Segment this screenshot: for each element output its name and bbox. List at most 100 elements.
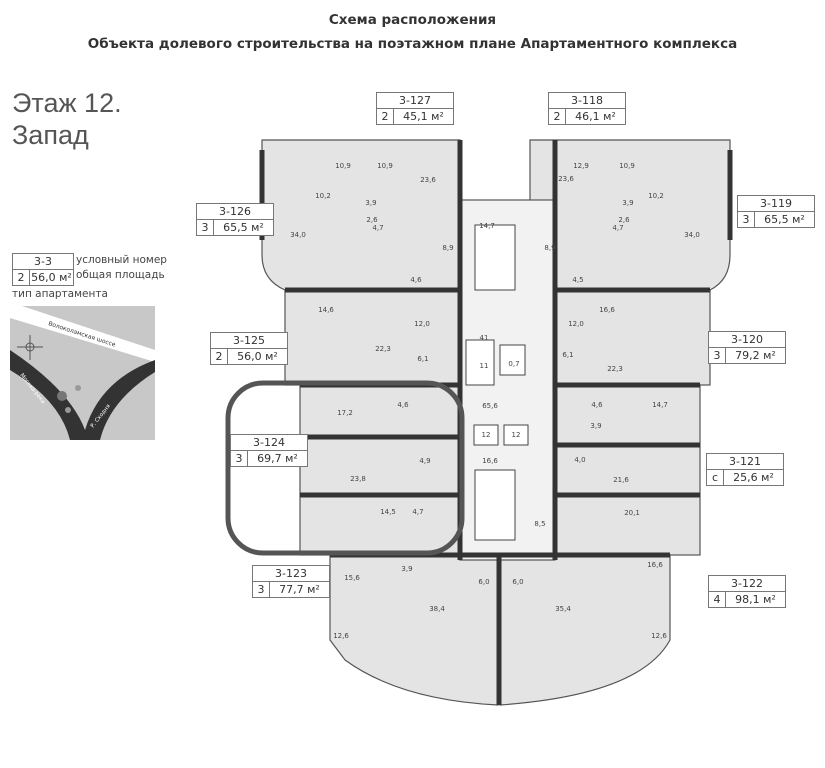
legend-type: 2 — [13, 270, 30, 285]
room-area-label: 34,0 — [290, 231, 306, 239]
room-area-label: 2,6 — [618, 216, 630, 224]
apartment-area: 56,0 м² — [237, 350, 278, 363]
room-area-label: 4,7 — [372, 224, 383, 232]
apartment-number: 3-125 — [211, 333, 287, 349]
room-area-label: 14,5 — [380, 508, 396, 516]
apartment-number: 3-120 — [709, 332, 785, 348]
apartment-type: 2 — [549, 109, 566, 124]
apartment-number: 3-123 — [253, 566, 329, 582]
apartment-number: 3-118 — [549, 93, 625, 109]
room-area-label: 12,6 — [333, 632, 349, 640]
room-area-label: 6,0 — [512, 578, 523, 586]
apartment-area: 79,2 м² — [735, 349, 776, 362]
room-area-label: 4,6 — [397, 401, 409, 409]
room-area-label: 21,6 — [613, 476, 629, 484]
apartment-type: 4 — [709, 592, 726, 607]
apartment-type: 3 — [253, 582, 270, 597]
room-area-label: 14,7 — [652, 401, 668, 409]
room-area-label: 4,6 — [410, 276, 422, 284]
legend-number: 3-3 — [13, 254, 73, 270]
floor-number: Этаж 12. — [12, 88, 122, 118]
room-area-label: 6,0 — [478, 578, 489, 586]
room-area-label: 10,2 — [315, 192, 331, 200]
apartment-type: 3 — [709, 348, 726, 363]
apartment-number: 3-119 — [738, 196, 814, 212]
apartment-area: 45,1 м² — [403, 110, 444, 123]
room-area-label: 4,0 — [574, 456, 585, 464]
room-area-label: 10,9 — [619, 162, 635, 170]
room-area-label: 34,0 — [684, 231, 700, 239]
room-area-label: 10,9 — [335, 162, 351, 170]
stairs — [465, 224, 529, 541]
room-area-label: 3,9 — [365, 199, 376, 207]
room-area-label: 3,9 — [590, 422, 601, 430]
room-area-label: 12,0 — [568, 320, 584, 328]
highlighted-apartment-outline — [225, 380, 465, 556]
apartment-area: 25,6 м² — [733, 471, 774, 484]
room-area-label: 23,6 — [420, 176, 436, 184]
room-area-label: 14,7 — [479, 222, 495, 230]
header-subtitle: Объекта долевого строительства на поэтаж… — [87, 36, 738, 52]
room-area-label: 8,9 — [544, 244, 555, 252]
room-area-label: 0,7 — [508, 360, 519, 368]
room-area-label: 10,2 — [648, 192, 664, 200]
room-area-label: 65,6 — [482, 402, 498, 410]
apartment-number: 3-124 — [231, 435, 307, 451]
room-area-label: 23,8 — [350, 475, 366, 483]
floor-side: Запад — [12, 120, 89, 150]
room-area-label: 17,2 — [337, 409, 353, 417]
room-area-label: 4,9 — [419, 457, 430, 465]
room-area-label: 8,5 — [534, 520, 545, 528]
room-area-label: 14,6 — [318, 306, 334, 314]
header-title: Схема расположения — [328, 12, 497, 28]
apartment-type: 3 — [231, 451, 248, 466]
apartment-number: 3-122 — [709, 576, 785, 592]
room-area-label: 12,0 — [414, 320, 430, 328]
apartment-area: 69,7 м² — [257, 452, 298, 465]
room-area-label: 4,5 — [572, 276, 583, 284]
legend-number-label: условный номер — [76, 254, 167, 266]
room-area-label: 4,7 — [412, 508, 423, 516]
room-area-label: 8,9 — [442, 244, 453, 252]
apartment-type: с — [707, 470, 724, 485]
apartment-area: 98,1 м² — [735, 593, 776, 606]
room-area-label: 15,6 — [344, 574, 360, 582]
legend-type-label: тип апартамента — [12, 288, 108, 300]
room-area-label: 4,6 — [591, 401, 603, 409]
apartment-type: 3 — [197, 220, 214, 235]
apartment-number: 3-127 — [377, 93, 453, 109]
room-area-label: 4,7 — [612, 224, 623, 232]
room-area-label: 16,6 — [482, 457, 498, 465]
location-map: Волоколамская шоссе Москва-река Р. Сходн… — [10, 306, 155, 440]
room-area-label: 16,6 — [599, 306, 615, 314]
room-area-label: 12,6 — [651, 632, 667, 640]
room-area-label: 35,4 — [555, 605, 571, 613]
room-area-label: 22,3 — [607, 365, 623, 373]
room-area-label: 20,1 — [624, 509, 640, 517]
room-area-label: 12 — [512, 431, 521, 439]
compass-rose-icon — [17, 335, 43, 360]
apartment-number: 3-126 — [197, 204, 273, 220]
room-area-label: 6,1 — [417, 355, 428, 363]
room-area-label: 22,3 — [375, 345, 391, 353]
apartment-type: 2 — [211, 349, 228, 364]
apartment-area: 65,5 м² — [764, 213, 805, 226]
apartment-area: 46,1 м² — [575, 110, 616, 123]
apartment-type: 3 — [738, 212, 755, 227]
room-area-label: 6,1 — [562, 351, 573, 359]
legend-area-label: общая площадь — [76, 269, 165, 281]
room-area-label: 41 — [480, 334, 489, 342]
room-area-label: 2,6 — [366, 216, 378, 224]
